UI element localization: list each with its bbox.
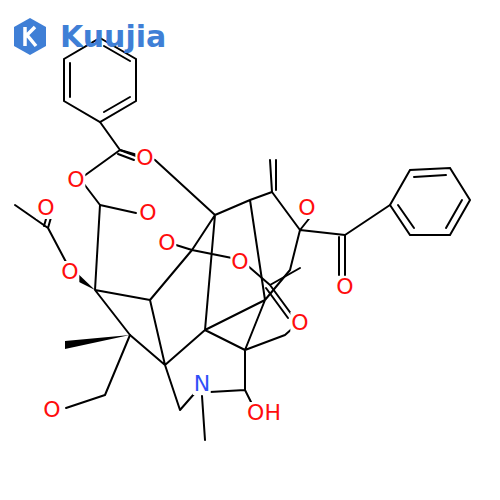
oxygen-atom: O — [335, 276, 354, 298]
hydroxyl-group: OH — [246, 402, 282, 424]
oxygen-atom: O — [42, 399, 61, 421]
oxygen-atom: O — [135, 147, 154, 169]
oxygen-atom: O — [36, 197, 55, 219]
bond-lines — [15, 38, 470, 440]
watermark-text: Kuujia — [60, 22, 166, 52]
nitrogen-atom: N — [193, 373, 211, 395]
oxygen-atom: O — [60, 261, 79, 283]
oxygen-atom: O — [230, 251, 249, 273]
oxygen-atom: O — [297, 197, 316, 219]
oxygen-atom: O — [138, 202, 157, 224]
oxygen-atom: O — [290, 312, 309, 334]
wedge-bond — [65, 335, 130, 349]
oxygen-atom: O — [157, 232, 176, 254]
watermark-logo — [14, 18, 46, 55]
oxygen-atom: O — [66, 169, 85, 191]
